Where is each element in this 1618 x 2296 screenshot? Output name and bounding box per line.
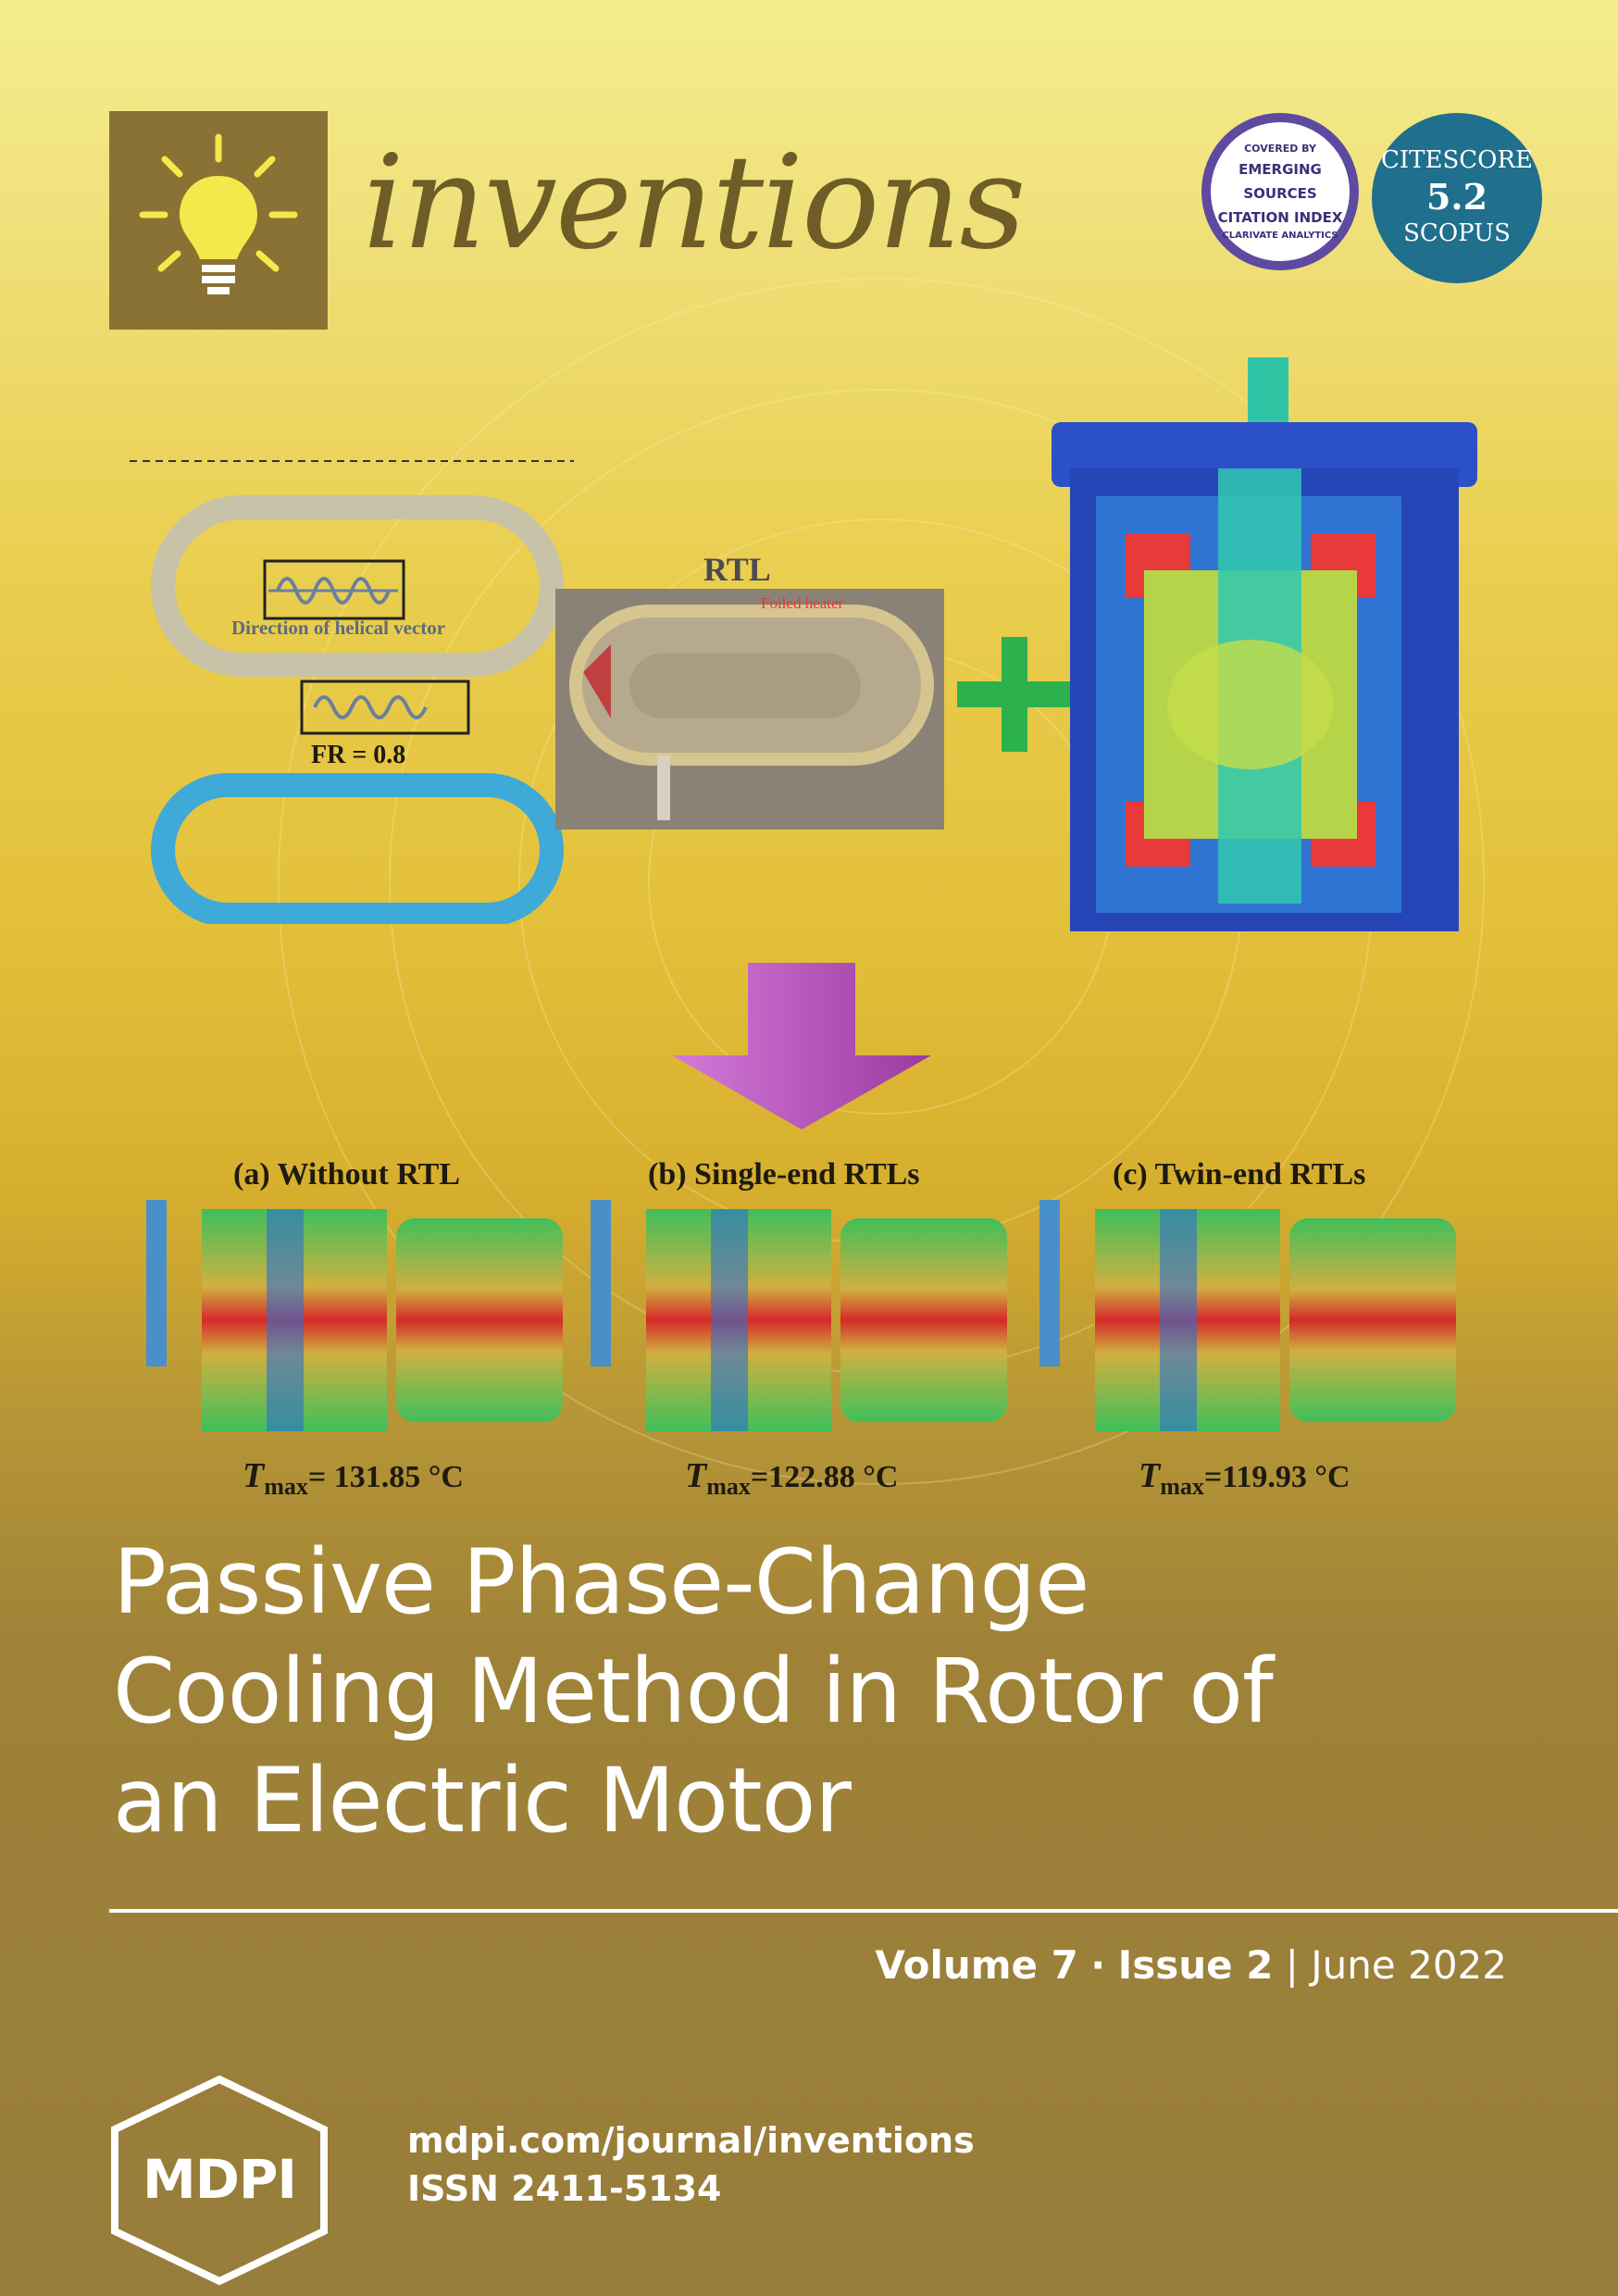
esci-publisher: CLARIVATE ANALYTICS (1222, 231, 1338, 241)
panel-a-label: (a) Without RTL (233, 1157, 461, 1192)
swirl-decoration (278, 278, 1485, 1485)
esci-line1: EMERGING (1238, 161, 1322, 178)
issue-date: June 2022 (1311, 1942, 1507, 1988)
plus-icon (957, 637, 1072, 752)
mdpi-logo: MDPI (104, 2074, 335, 2287)
citescore-badge: CITESCORE 5.2 SCOPUS (1372, 113, 1542, 283)
panel-c-tmax-value: =119.93 °C (1203, 1460, 1350, 1494)
tmax-sub: max (1160, 1472, 1204, 1500)
issn: ISSN 2411-5134 (407, 2168, 722, 2209)
citescore-value: 5.2 (1425, 176, 1488, 218)
title-line-2: Cooling Method in Rotor of (113, 1640, 1274, 1743)
tmax-sub: max (706, 1472, 751, 1500)
rtl-photo-title: RTL (703, 551, 771, 588)
lightbulb-logo (109, 111, 328, 330)
journal-name: inventions (363, 128, 1026, 279)
rtl-photo: RTL Foiled heater (555, 550, 944, 830)
panel-c-label: (c) Twin-end RTLs (1113, 1157, 1366, 1192)
thermal-results-graphic (146, 1200, 1456, 1431)
title-line-1: Passive Phase-Change (113, 1530, 1089, 1634)
panel-a-tmax: Tmax= 131.85 °C (243, 1455, 464, 1501)
fr-label: FR = 0.8 (311, 741, 406, 769)
citescore-label: CITESCORE (1380, 146, 1534, 174)
title-line-3: an Electric Motor (113, 1749, 852, 1853)
tmax-symbol: T (1139, 1456, 1161, 1495)
issue-separator: · (1090, 1942, 1106, 1988)
journal-url[interactable]: mdpi.com/journal/inventions (407, 2120, 975, 2161)
panel-b-tmax-value: =122.88 °C (750, 1460, 899, 1494)
esci-line3: CITATION INDEX (1217, 209, 1343, 226)
volume: Volume 7 (875, 1942, 1078, 1988)
helical-diagram: Direction of helical vector FR = 0.8 (130, 452, 574, 927)
rtl-photo-graphic (555, 589, 944, 830)
citescore-source: SCOPUS (1403, 219, 1511, 247)
issue-number: Issue 2 (1117, 1942, 1274, 1988)
panel-c-tmax: Tmax=119.93 °C (1139, 1455, 1350, 1501)
panel-b-label: (b) Single-end RTLs (648, 1157, 920, 1192)
tmax-sub: max (264, 1472, 308, 1500)
esci-line2: SOURCES (1243, 185, 1317, 202)
motor-thermal-model (1052, 357, 1477, 941)
issue-bar: | (1285, 1942, 1299, 1988)
panel-a-tmax-value: = 131.85 °C (307, 1460, 464, 1494)
panel-b-tmax: Tmax=122.88 °C (685, 1455, 898, 1501)
lightbulb-icon (139, 133, 298, 294)
mdpi-hexagon-icon (111, 2075, 328, 2286)
article-title: Passive Phase-Change Cooling Method in R… (113, 1528, 1557, 1855)
issue-info: Volume 7 · Issue 2 | June 2022 (875, 1942, 1507, 1988)
motor-thermal-graphic (1052, 357, 1477, 931)
divider (109, 1909, 1618, 1913)
tmax-symbol: T (685, 1456, 707, 1495)
esci-badge: COVERED BY EMERGING SOURCES CITATION IND… (1201, 113, 1359, 270)
down-arrow-icon (672, 963, 931, 1129)
tmax-symbol: T (243, 1456, 265, 1495)
helical-diagram-graphic (130, 460, 574, 927)
esci-covered-by: COVERED BY (1244, 143, 1316, 155)
helical-vector-label: Direction of helical vector (231, 617, 446, 639)
mdpi-logo-text: MDPI (143, 2148, 297, 2211)
foiled-heater-label: Foiled heater (761, 594, 844, 612)
